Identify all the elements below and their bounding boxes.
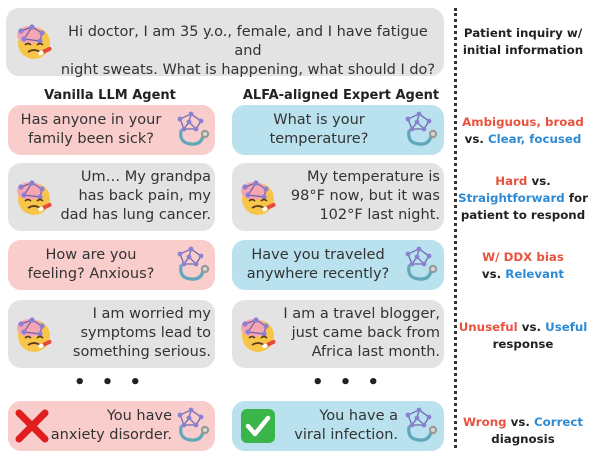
vanilla-question-bubble: How are you feeling? Anxious? bbox=[8, 240, 215, 290]
stethoscope-network-icon bbox=[400, 110, 440, 150]
vanilla-patient-response-bubble: I am worried my symptoms lead to somethi… bbox=[8, 300, 215, 368]
sick-face-emoji-icon bbox=[14, 21, 54, 61]
alfa-patient-response-bubble: I am a travel blogger, just came back fr… bbox=[232, 300, 444, 368]
red-cross-mark-icon bbox=[15, 409, 49, 443]
row-note-response-ease: Hard vs. Straightforward for patient to … bbox=[458, 174, 588, 222]
stethoscope-network-icon bbox=[172, 406, 212, 446]
vanilla-patient-response-text: Um… My grandpa has back pain, my dad has… bbox=[60, 169, 211, 223]
alfa-patient-response-text: My temperature is 98°F now, but it was 1… bbox=[290, 169, 440, 223]
alfa-diagnosis-bubble: You have a viral infection. bbox=[232, 401, 444, 451]
stethoscope-network-icon bbox=[172, 245, 212, 285]
alfa-question-bubble: What is your temperature? bbox=[232, 105, 444, 155]
alfa-agent-header: ALFA-aligned Expert Agent bbox=[242, 88, 440, 103]
alfa-question-text: What is your temperature? bbox=[269, 112, 369, 147]
vanilla-ellipsis: • • • bbox=[74, 372, 147, 393]
vanilla-patient-response-bubble: Um… My grandpa has back pain, my dad has… bbox=[8, 163, 215, 231]
green-check-mark-icon bbox=[241, 409, 275, 443]
inquiry-note: Patient inquiry w/ initial information bbox=[462, 26, 584, 57]
alfa-ellipsis: • • • bbox=[312, 372, 385, 393]
stethoscope-network-icon bbox=[172, 110, 212, 150]
alfa-question-bubble: Have you traveled anywhere recently? bbox=[232, 240, 444, 290]
stethoscope-network-icon bbox=[400, 406, 440, 446]
patient-inquiry-text: Hi doctor, I am 35 y.o., female, and I h… bbox=[60, 24, 436, 78]
sick-face-emoji-icon bbox=[14, 177, 54, 217]
sick-face-emoji-icon bbox=[238, 314, 278, 354]
alfa-patient-response-text: I am a travel blogger, just came back fr… bbox=[283, 306, 440, 360]
alfa-diagnosis-text: You have a viral infection. bbox=[294, 408, 398, 443]
stethoscope-network-icon bbox=[400, 245, 440, 285]
vanilla-question-bubble: Has anyone in your family been sick? bbox=[8, 105, 215, 155]
vanilla-patient-response-text: I am worried my symptoms lead to somethi… bbox=[72, 306, 211, 360]
vanilla-question-text: Has anyone in your family been sick? bbox=[20, 112, 162, 147]
sick-face-emoji-icon bbox=[14, 314, 54, 354]
dotted-separator bbox=[454, 8, 457, 448]
vanilla-question-text: How are you feeling? Anxious? bbox=[27, 247, 155, 282]
vanilla-agent-header: Vanilla LLM Agent bbox=[44, 88, 176, 103]
row-note-question-quality: Ambiguous, broad vs. Clear, focused bbox=[462, 115, 584, 146]
alfa-question-text: Have you traveled anywhere recently? bbox=[246, 247, 390, 282]
patient-inquiry-bubble: Hi doctor, I am 35 y.o., female, and I h… bbox=[6, 8, 444, 78]
vanilla-diagnosis-bubble: You have anxiety disorder. bbox=[8, 401, 215, 451]
row-note-usefulness: Unuseful vs. Useful response bbox=[458, 320, 588, 351]
vanilla-diagnosis-text: You have anxiety disorder. bbox=[50, 408, 172, 443]
sick-face-emoji-icon bbox=[238, 177, 278, 217]
row-note-diagnosis: Wrong vs. Correct diagnosis bbox=[462, 415, 584, 446]
alfa-patient-response-bubble: My temperature is 98°F now, but it was 1… bbox=[232, 163, 444, 231]
